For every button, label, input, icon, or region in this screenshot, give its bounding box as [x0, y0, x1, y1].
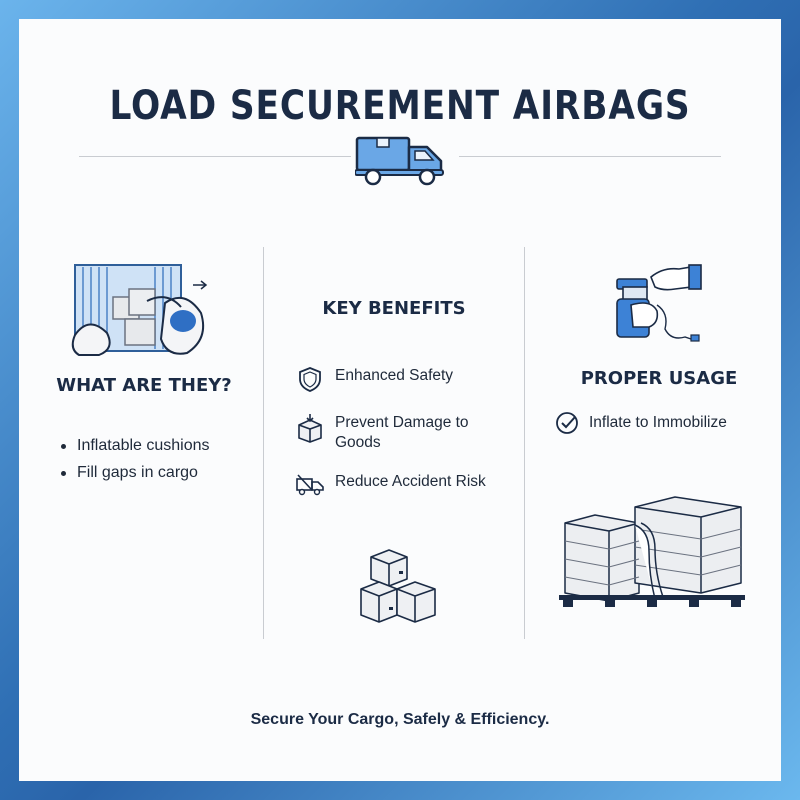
definition-list: Inflatable cushions Fill gaps in cargo — [59, 437, 210, 491]
column-divider-1 — [263, 247, 264, 639]
infographic-card: LOAD SECUREMENT AIRBAGS WHAT ARE THEY? — [19, 19, 781, 781]
shield-icon — [299, 367, 321, 392]
container-airbag-illustration — [71, 264, 208, 356]
title-rule-right — [459, 156, 721, 157]
benefit-item: Enhanced Safety — [295, 366, 453, 392]
page-title: LOAD SECUREMENT AIRBAGS — [109, 83, 691, 129]
list-item: Fill gaps in cargo — [59, 464, 210, 482]
benefit-item: Prevent Damage to Goods — [295, 413, 469, 453]
key-benefits-heading: KEY BENEFITS — [322, 298, 466, 319]
list-item: Inflatable cushions — [59, 437, 210, 455]
delivery-truck-icon — [355, 136, 444, 186]
usage-item: Inflate to Immobilize — [555, 411, 727, 435]
proper-usage-heading: PROPER USAGE — [580, 368, 738, 389]
usage-label: Inflate to Immobilize — [589, 414, 727, 431]
truck-crash-icon — [296, 474, 324, 496]
what-are-they-heading: WHAT ARE THEY? — [56, 375, 232, 396]
pallet-airbag-illustration — [559, 496, 745, 607]
inflation-gun-illustration — [616, 264, 702, 342]
benefit-label: Prevent Damage to Goods — [335, 414, 469, 451]
stacked-boxes-illustration — [360, 549, 436, 623]
benefit-label: Reduce Accident Risk — [335, 473, 486, 490]
benefit-item: Reduce Accident Risk — [295, 472, 486, 498]
box-down-icon — [298, 414, 322, 443]
footer-tagline: Secure Your Cargo, Safely & Efficiency. — [250, 711, 550, 728]
title-rule-left — [79, 156, 351, 157]
check-circle-icon — [556, 412, 578, 434]
benefit-label: Enhanced Safety — [335, 367, 454, 384]
column-divider-2 — [524, 247, 525, 639]
